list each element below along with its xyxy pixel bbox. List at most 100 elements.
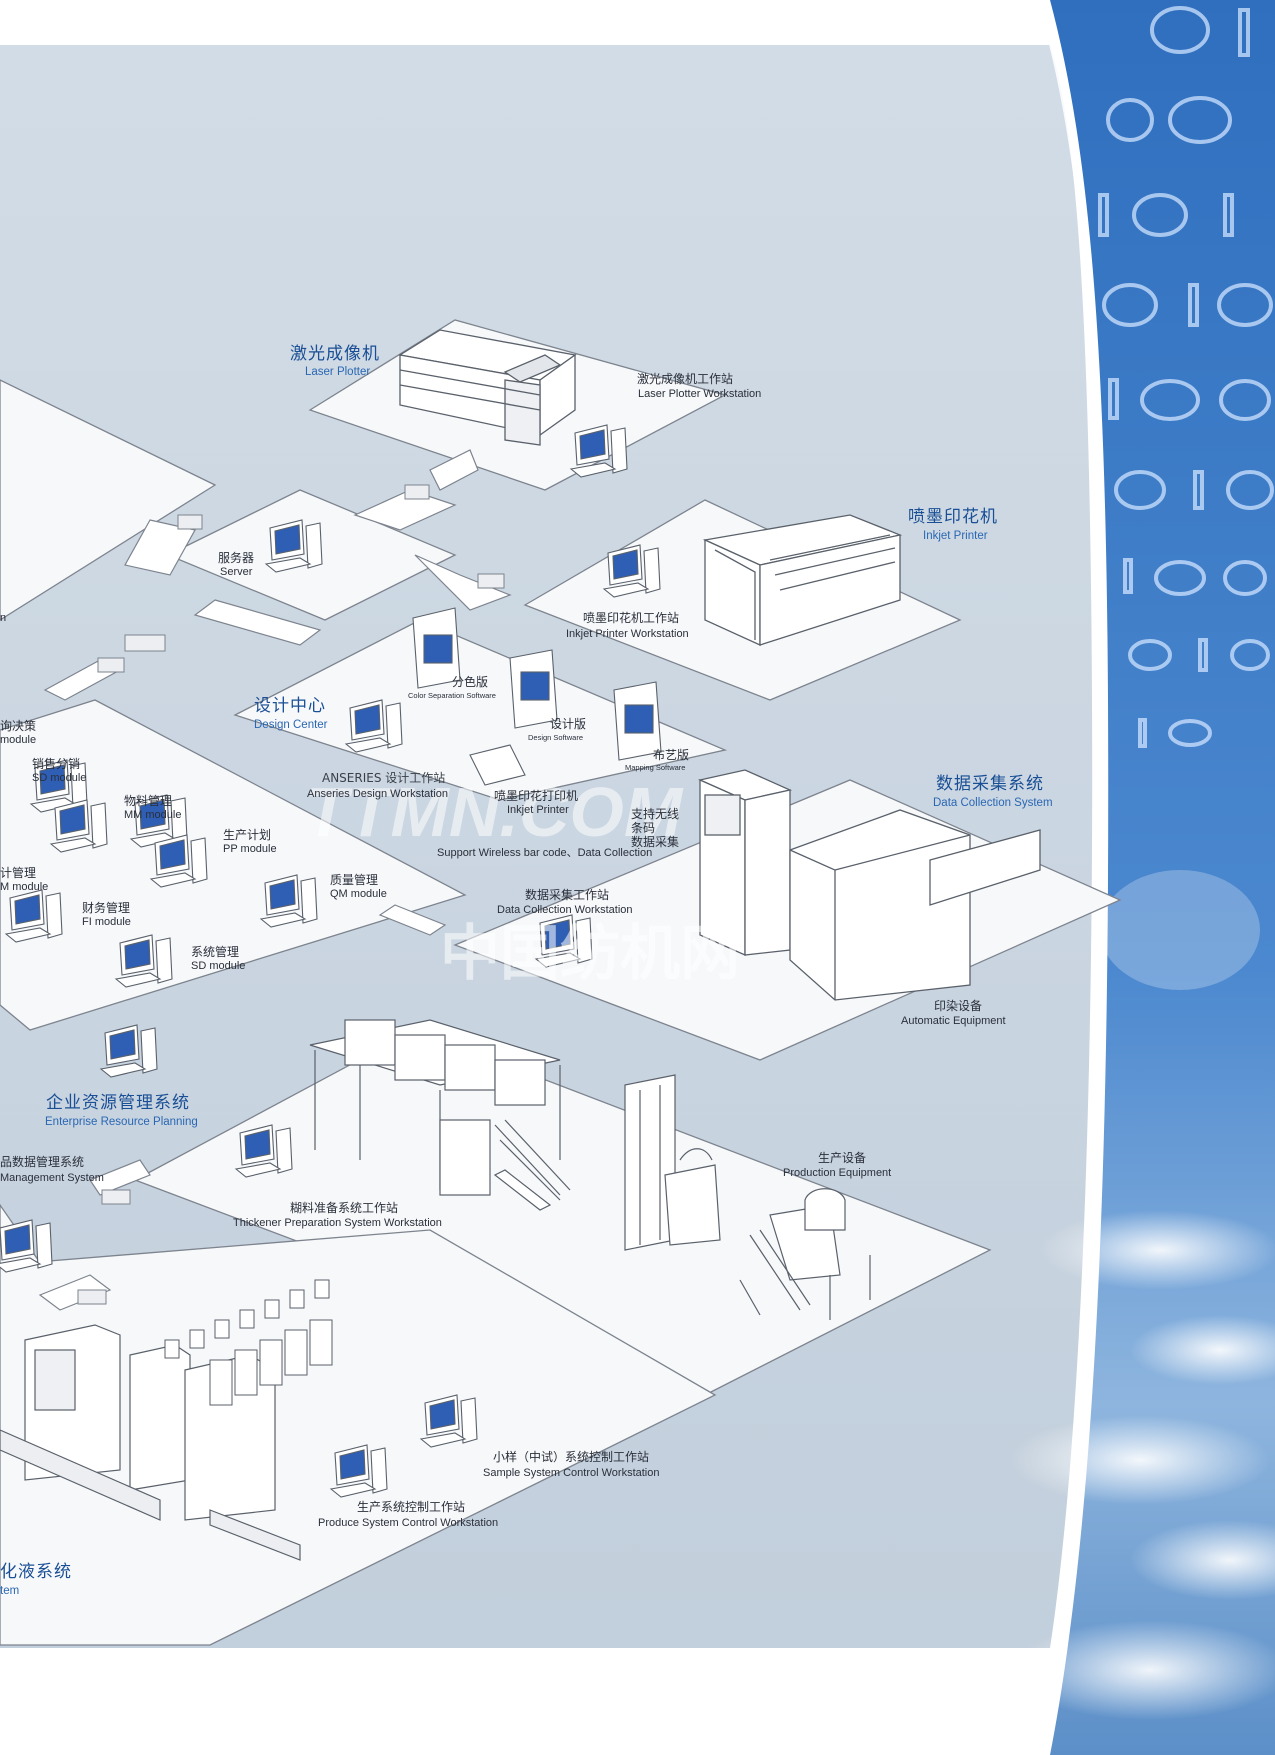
erp-fi-zh: 财务管理 (82, 901, 131, 915)
workstation-part (534, 952, 582, 968)
workstation-part (544, 919, 571, 950)
mapping-label-zh: 布艺版 (653, 748, 690, 762)
inkjet-printer-machine (702, 514, 903, 647)
thickener-ws-en: Thickener Preparation System Workstation (233, 1217, 442, 1229)
workstation-part (124, 939, 151, 970)
erp-mm-en: MM module (124, 809, 182, 821)
workstation-part (4, 927, 52, 943)
thickener-ws-zh: 糊料准备系统工作站 (290, 1201, 399, 1215)
workstation-part (14, 894, 41, 925)
pdm-label-zh: 品数据管理系统 (0, 1155, 85, 1169)
network-cables (38, 449, 512, 1311)
workstation-computer (264, 519, 323, 573)
workstation-part (259, 912, 307, 928)
anseries-label-en: Anseries Design Workstation (307, 788, 449, 800)
inkjet-printer-title: 喷墨印花机 (908, 507, 998, 527)
wireless-label-en: Support Wireless bar code、Data Collectio… (437, 847, 653, 859)
laser-ws-label-zh: 激光成像机工作站 (637, 372, 734, 386)
erp-fi-en: FI module (82, 916, 131, 928)
workstation-computer (114, 934, 173, 988)
workstation-computer (602, 544, 661, 598)
workstation-computer (4, 889, 63, 943)
cut-label-n: n (0, 612, 7, 624)
erp-sys-zh: 系统管理 (191, 945, 240, 959)
watermark-chinese: 中国纺机网 (440, 920, 740, 987)
workstation-part (159, 839, 186, 870)
workstation-computer (0, 1219, 53, 1273)
workstation-computer (29, 759, 88, 813)
workstation-part (269, 879, 296, 910)
pdm-label-en: Management System (0, 1172, 104, 1184)
workstation-part (579, 429, 606, 460)
laser-plotter-machine (398, 329, 577, 446)
inkjet-small-label-en: Inkjet Printer (507, 804, 569, 816)
inkjet-printer-subtitle: Inkjet Printer (923, 530, 988, 542)
workstation-part (149, 872, 197, 888)
sky-clouds (1010, 870, 1275, 1720)
workstation-computer (99, 1024, 158, 1078)
workstation-part (49, 837, 97, 853)
produce-ws-en: Produce System Control Workstation (318, 1517, 499, 1529)
dc-ws-label-en: Data Collection Workstation (497, 904, 633, 916)
workstation-computer (569, 424, 628, 478)
erp-mm-zh: 物料管理 (124, 794, 173, 808)
sample-ws-en: Sample System Control Workstation (483, 1467, 660, 1479)
design-center-title: 设计中心 (254, 696, 326, 716)
auto-equip-label-en: Automatic Equipment (901, 1015, 1006, 1027)
erp-cm-en: M module (0, 881, 49, 893)
platform-design (233, 619, 728, 801)
erp-cm-zh: 计管理 (0, 866, 37, 880)
laser-ws-label-en: Laser Plotter Workstation (638, 388, 762, 400)
erp-decision-zh: 询决策 (0, 719, 37, 733)
workstations (0, 424, 661, 1498)
production-equip-en: Production Equipment (783, 1167, 892, 1179)
workstation-part (155, 937, 173, 984)
erp-sd-zh: 销售分销 (32, 757, 81, 771)
workstation-part (610, 427, 628, 474)
dye-system-title: 化液系统 (0, 1562, 72, 1582)
workstation-computer (419, 1394, 478, 1448)
design-center-subtitle: Design Center (254, 719, 328, 731)
thickener-structure (309, 1019, 571, 1211)
design-sw-label-en: Design Software (528, 733, 584, 742)
workstation-part (275, 1127, 293, 1174)
inkjet-ws-label-zh: 喷墨印花机工作站 (583, 611, 680, 625)
cable-junctions (77, 484, 505, 1305)
workstation-part (569, 462, 617, 478)
workstation-part (59, 804, 86, 835)
workstation-computer (534, 914, 593, 968)
automatic-equipment (697, 769, 1041, 1001)
workstation-part (35, 1222, 53, 1269)
workstation-part (114, 972, 162, 988)
workstation-part (612, 549, 639, 580)
erp-subtitle: Enterprise Resource Planning (45, 1116, 198, 1128)
workstation-part (354, 704, 381, 735)
erp-title: 企业资源管理系统 (46, 1093, 190, 1113)
erp-pp-en: PP module (223, 843, 277, 855)
workstation-part (643, 547, 661, 594)
workstation-computer (259, 874, 318, 928)
workstation-part (39, 764, 66, 795)
production-equip-zh: 生产设备 (818, 1151, 867, 1165)
workstation-part (419, 1432, 467, 1448)
dispensing-machines (0, 1279, 333, 1561)
workstation-part (190, 837, 208, 884)
color-sep-label-en: Color Separation Software (408, 691, 496, 700)
production-equipment (624, 1074, 871, 1320)
workstation-part (0, 1257, 42, 1273)
inkjet-small-label-zh: 喷墨印花打印机 (494, 789, 579, 803)
workstation-part (602, 582, 650, 598)
server-label-en: Server (220, 566, 253, 578)
erp-pp-zh: 生产计划 (223, 828, 272, 842)
workstation-part (305, 522, 323, 569)
auto-equip-label-zh: 印染设备 (934, 999, 983, 1013)
design-sw-label-zh: 设计版 (550, 717, 587, 731)
workstation-part (339, 1449, 366, 1480)
inkjet-ws-label-en: Inkjet Printer Workstation (566, 628, 689, 640)
dye-system-subtitle: tem (0, 1585, 20, 1597)
workstation-part (140, 1027, 158, 1074)
workstation-part (234, 1162, 282, 1178)
sample-ws-zh: 小样（中试）系统控制工作站 (493, 1450, 650, 1464)
